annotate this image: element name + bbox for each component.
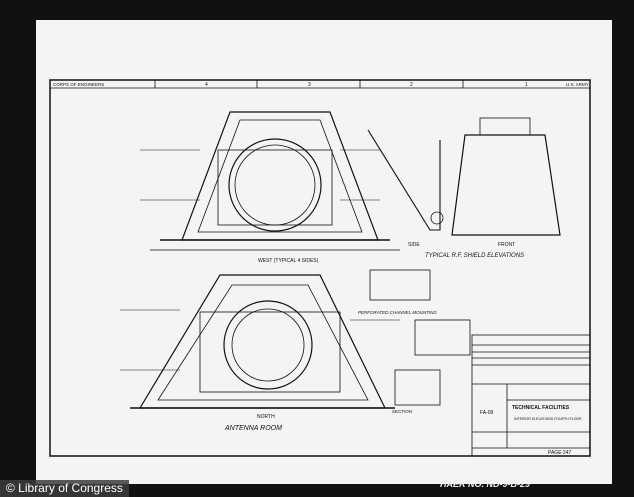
north-label: NORTH xyxy=(257,414,275,420)
rf-shield-side-view xyxy=(367,129,444,231)
zone-label: 2 xyxy=(410,82,413,88)
title-block xyxy=(471,334,591,457)
image-credit: © Library of Congress xyxy=(0,480,129,497)
project-title: TECHNICAL FACILITIES xyxy=(512,405,570,411)
agency-left: CORPS OF ENGINEERS xyxy=(53,82,104,87)
west-elevation xyxy=(140,111,400,251)
rf-shield-title: TYPICAL R.F. SHIELD ELEVATIONS xyxy=(425,253,524,259)
channel-title: PERFORATED CHANNEL MOUNTING xyxy=(358,310,437,315)
front-label: FRONT xyxy=(498,242,515,248)
rf-shield-front-view xyxy=(451,117,561,236)
zone-label: 3 xyxy=(308,82,311,88)
drawing-subtitle: INTERIOR ELEVATIONS FOURTH FLOOR xyxy=(514,417,582,421)
page-number: PAGE 247 xyxy=(548,450,571,456)
agency-right: U.S. ARMY xyxy=(566,82,589,87)
drawing-sheet xyxy=(36,20,612,484)
drawing-number: FA-09 xyxy=(480,410,494,416)
section-label: SECTION xyxy=(392,409,412,414)
side-label: SIDE xyxy=(408,242,420,248)
channel-detail xyxy=(369,269,471,406)
west-label: WEST (TYPICAL 4 SIDES) xyxy=(258,258,319,264)
zone-label: 4 xyxy=(205,82,208,88)
sheet-border xyxy=(49,79,591,457)
antenna-room-title: ANTENNA ROOM xyxy=(224,425,282,432)
haer-number: HAER NO. ND-9-B-29 xyxy=(440,479,531,489)
antenna-room-elevation xyxy=(120,274,400,409)
zone-label: 1 xyxy=(525,82,528,88)
